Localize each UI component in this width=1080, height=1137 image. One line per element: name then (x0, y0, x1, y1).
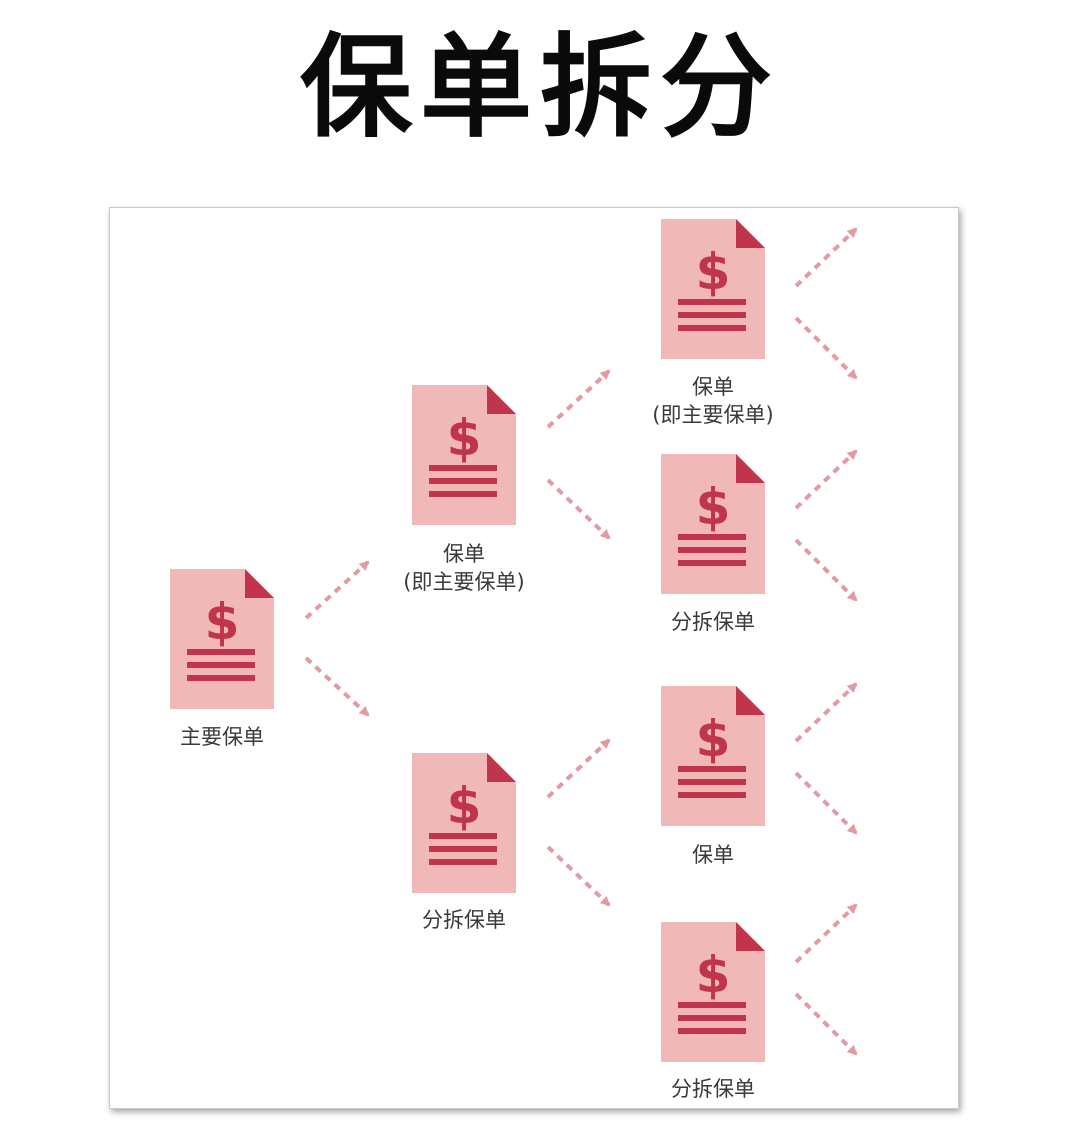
doc-l3-2: $ (661, 454, 765, 594)
arrow-l2bottom-to-l3-4 (546, 845, 611, 907)
label-l3-4-text: 分拆保单 (671, 1077, 755, 1101)
label-l3-3: 保单 (653, 841, 773, 869)
dollar-icon: $ (447, 409, 482, 467)
label-l2-top: 保单 (即主要保单) (364, 540, 564, 596)
label-l2-bottom: 分拆保单 (404, 906, 524, 934)
label-l3-4: 分拆保单 (653, 1075, 773, 1103)
arrow-out-2a (794, 449, 858, 510)
doc-root: $ (170, 569, 274, 709)
arrows (304, 227, 858, 1056)
arrow-root-to-top (304, 560, 370, 620)
arrow-l2top-to-l3-2 (546, 478, 611, 540)
dollar-icon: $ (696, 946, 731, 1004)
dollar-icon: $ (447, 777, 482, 835)
arrow-out-4b (794, 992, 858, 1056)
label-l2-bottom-text: 分拆保单 (422, 908, 506, 932)
dollar-icon: $ (696, 710, 731, 768)
split-diagram: $ $ $ $ $ $ $ (170, 219, 858, 1062)
dollar-icon: $ (205, 593, 240, 651)
label-l3-2-text: 分拆保单 (671, 610, 755, 634)
arrow-l2top-to-l3-1 (546, 369, 611, 429)
label-l2-top-text: 保单 (443, 542, 485, 566)
dollar-icon: $ (696, 243, 731, 301)
label-l2-top-sub: (即主要保单) (403, 570, 525, 594)
doc-l3-4: $ (661, 922, 765, 1062)
label-root-text: 主要保单 (180, 725, 264, 749)
arrow-out-1b (794, 316, 858, 380)
page-title: 保单拆分 (300, 23, 780, 153)
arrow-out-2b (794, 538, 858, 602)
arrow-out-3a (794, 682, 858, 743)
doc-l3-3: $ (661, 686, 765, 826)
arrow-out-3b (794, 771, 858, 835)
label-l3-2: 分拆保单 (653, 608, 773, 636)
label-l3-1-text: 保单 (692, 375, 734, 399)
label-root: 主要保单 (161, 723, 283, 751)
doc-l3-1: $ (661, 219, 765, 359)
label-l3-1-sub: (即主要保单) (652, 403, 774, 427)
arrow-out-1a (794, 227, 858, 288)
arrow-out-4a (794, 903, 858, 964)
label-l3-3-text: 保单 (692, 843, 734, 867)
dollar-icon: $ (696, 478, 731, 536)
arrow-root-to-bottom (304, 656, 370, 717)
label-l3-1: 保单 (即主要保单) (613, 373, 813, 429)
doc-l2-bottom: $ (412, 753, 516, 893)
diagram-panel: $ $ $ $ $ $ $ 主要保单 保单 (即主要保单 (109, 207, 959, 1109)
arrow-l2bottom-to-l3-3 (546, 738, 611, 799)
doc-l2-top: $ (412, 385, 516, 525)
